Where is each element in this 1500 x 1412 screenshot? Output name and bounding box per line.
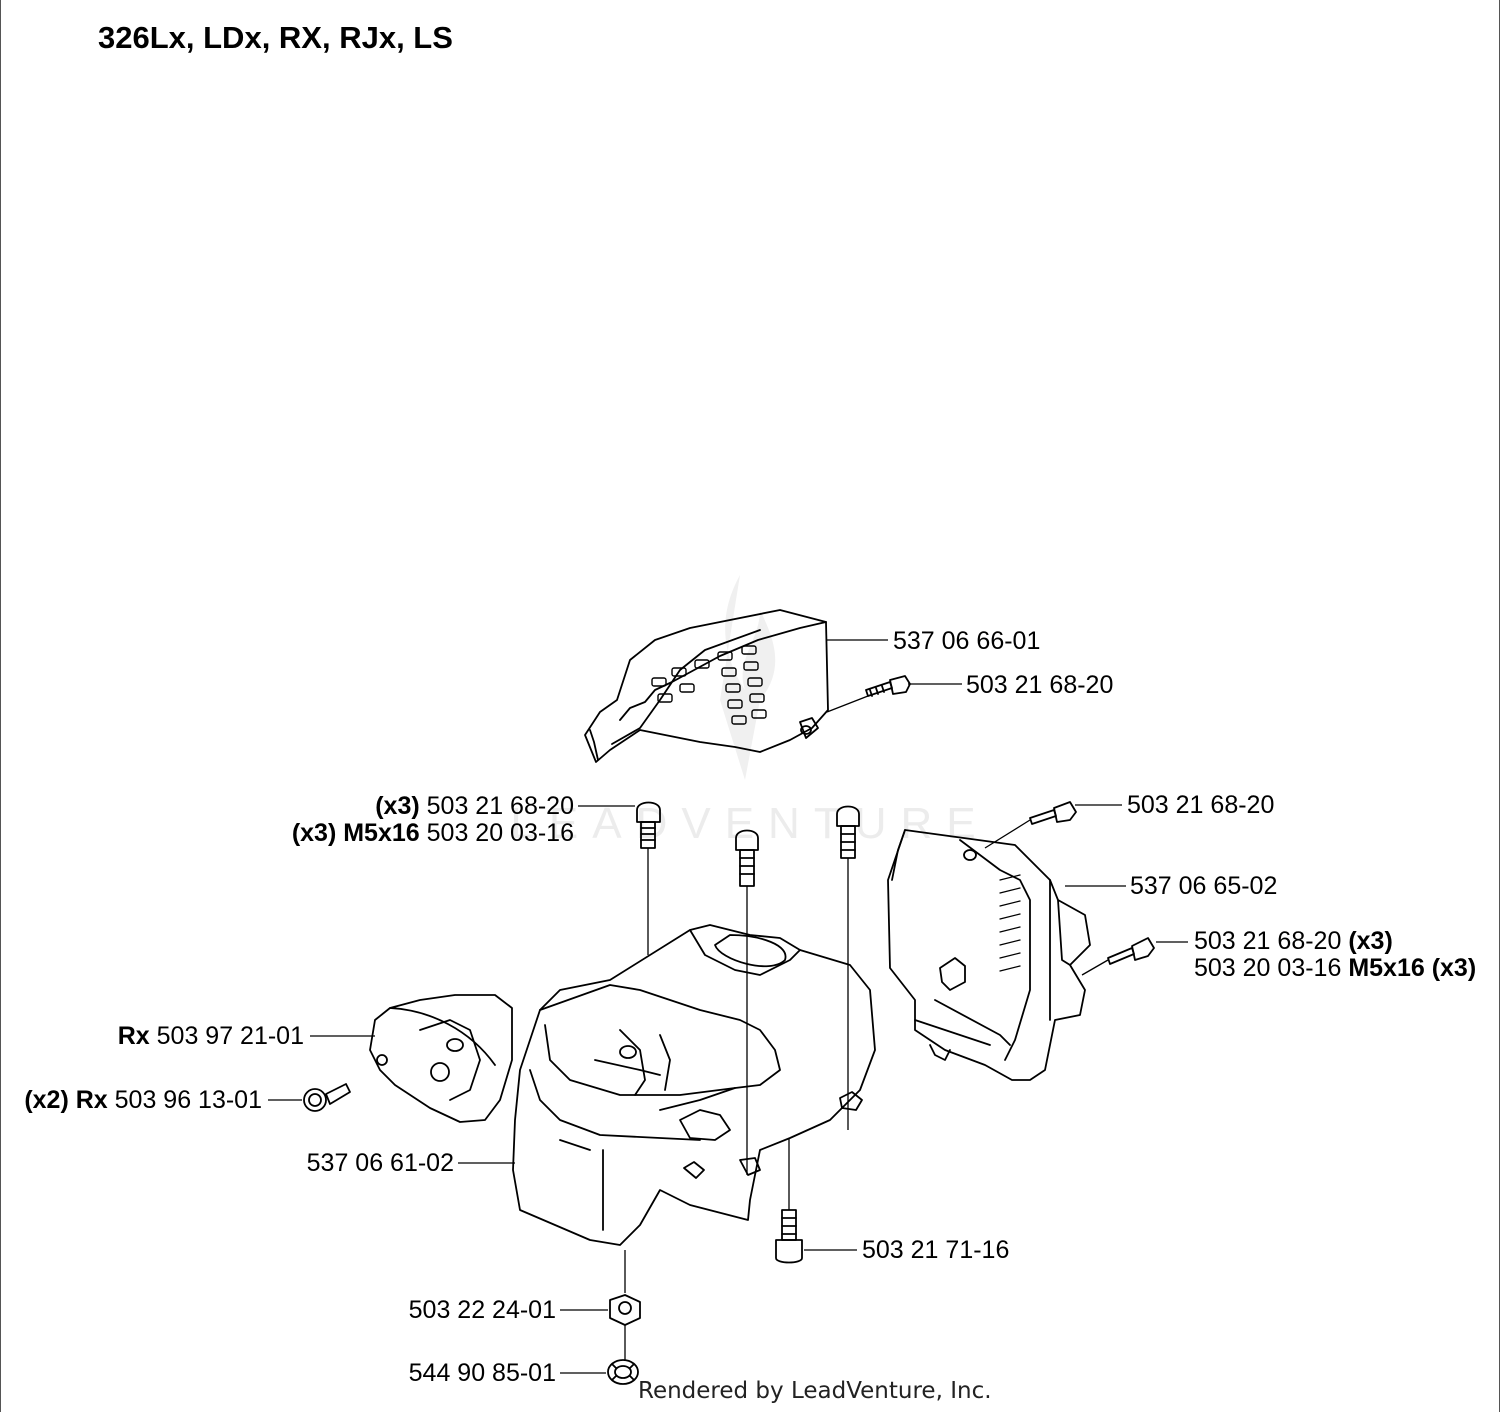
part-number: 503 21 68-20 [1127, 791, 1275, 819]
part-number: 503 21 71-16 [862, 1236, 1010, 1264]
quantity-label: (x2) Rx [24, 1086, 108, 1114]
quantity-label: (x3) [375, 792, 420, 820]
watermark-text: LEADVENTURE [510, 799, 989, 848]
washer-part [607, 1359, 639, 1385]
watermark-logo [720, 575, 776, 780]
model-label: Rx [117, 1022, 150, 1050]
render-credit-footer: Rendered by LeadVenture, Inc. [638, 1378, 992, 1404]
nut-part [609, 1294, 641, 1326]
part-number: 503 96 13-01 [114, 1086, 262, 1114]
page-border-left [0, 0, 1, 1412]
rx-screw [303, 1083, 351, 1112]
part-number: 544 90 85-01 [408, 1359, 556, 1387]
screw-right-top [1029, 801, 1077, 825]
part-number: 503 21 68-20 [426, 792, 574, 820]
callout-right-top-screw: 503 21 68-20 [1127, 790, 1274, 820]
quantity-label: M5x16 (x3) [1348, 954, 1477, 982]
quantity-label: (x3) M5x16 [291, 819, 420, 847]
part-number: 537 06 65-02 [1130, 872, 1278, 900]
diagram-title: 326Lx, LDx, RX, RJx, LS [98, 20, 453, 55]
callout-washer: 544 90 85-01 [330, 1358, 556, 1388]
quantity-label: (x3) [1348, 927, 1393, 955]
top-cover-part [584, 609, 829, 763]
callout-right-screws-1: 503 21 68-20 (x3) [1194, 926, 1393, 956]
callout-cylinder-cover: 537 06 61-02 [250, 1148, 454, 1178]
callout-left-screws-1: (x3) 503 21 68-20 [250, 791, 574, 821]
callout-left-screws-2: (x3) M5x16 503 20 03-16 [250, 818, 574, 848]
part-number: 537 06 61-02 [306, 1149, 454, 1177]
callout-right-screws-2: 503 20 03-16 M5x16 (x3) [1194, 953, 1476, 983]
part-number: 503 97 21-01 [156, 1022, 304, 1050]
part-number: 503 21 68-20 [966, 671, 1114, 699]
cylinder-cover-part [512, 924, 876, 1246]
part-number: 503 21 68-20 [1194, 927, 1342, 955]
rx-cover-part [369, 994, 513, 1123]
callout-rx-screw: (x2) Rx 503 96 13-01 [6, 1085, 262, 1115]
screw-right-side [1107, 937, 1155, 965]
callout-rx-cover: Rx 503 97 21-01 [60, 1021, 304, 1051]
side-cover-part [887, 829, 1091, 1081]
callout-bottom-screw: 503 21 71-16 [862, 1235, 1009, 1265]
screw-top-cover [865, 675, 911, 697]
callout-side-cover: 537 06 65-02 [1130, 871, 1277, 901]
callout-nut: 503 22 24-01 [330, 1295, 556, 1325]
part-number: 537 06 66-01 [893, 627, 1041, 655]
part-number: 503 20 03-16 [426, 819, 574, 847]
part-number: 503 20 03-16 [1194, 954, 1342, 982]
bottom-screw [775, 1209, 803, 1264]
callout-top-cover-screw: 503 21 68-20 [966, 670, 1113, 700]
leader-lines [268, 639, 1188, 1374]
callout-top-cover: 537 06 66-01 [893, 626, 1040, 656]
part-number: 503 22 24-01 [408, 1296, 556, 1324]
